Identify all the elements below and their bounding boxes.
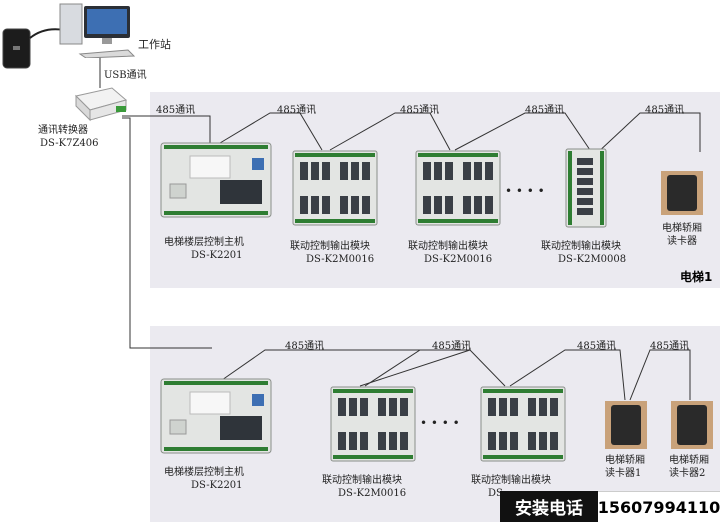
e1-controller-model: DS-K2201 [191, 250, 243, 261]
e1-module-b-board [415, 150, 501, 226]
e2-module-a-name: 联动控制输出模块 [322, 475, 402, 486]
desk-card-reader [2, 28, 31, 69]
e2-reader2-device [671, 401, 713, 449]
usb-label: USB通讯 [104, 70, 147, 81]
e2-reader2-name-1: 电梯轿厢 [669, 455, 709, 466]
e2-module-a-model: DS-K2M0016 [338, 488, 407, 499]
link-label-8: 485通讯 [577, 341, 617, 352]
e2-ellipsis: • • • • [420, 416, 460, 430]
workstation-computer [59, 3, 136, 58]
e2-controller-board [160, 378, 272, 454]
e1-module-c-board [565, 148, 607, 228]
link-label-9: 485通讯 [650, 341, 690, 352]
e1-module-c-name: 联动控制输出模块 [541, 241, 621, 252]
e2-module-a-board [330, 386, 416, 462]
link-label-4: 485通讯 [525, 105, 565, 116]
e2-reader1-name-2: 读卡器1 [605, 468, 642, 479]
install-phone-label: 安装电话 [500, 491, 598, 522]
e1-module-b-model: DS-K2M0016 [424, 254, 493, 265]
e1-reader-name-2: 读卡器 [667, 236, 697, 247]
e1-module-a-model: DS-K2M0016 [306, 254, 375, 265]
converter-model: DS-K7Z406 [40, 138, 99, 149]
e1-module-a-name: 联动控制输出模块 [290, 241, 370, 252]
e1-module-b-name: 联动控制输出模块 [408, 241, 488, 252]
e2-reader2-name-2: 读卡器2 [669, 468, 706, 479]
e2-module-b-name: 联动控制输出模块 [471, 475, 551, 486]
e1-module-c-model: DS-K2M0008 [558, 254, 627, 265]
e2-reader1-name-1: 电梯轿厢 [605, 455, 645, 466]
link-label-6: 485通讯 [285, 341, 325, 352]
install-phone-number: 15607994110 [598, 491, 720, 523]
e2-reader1-device [605, 401, 647, 449]
converter-name: 通讯转换器 [38, 125, 88, 136]
e2-module-b-board [480, 386, 566, 462]
e1-controller-board [160, 142, 272, 218]
e2-module-b-model: DS [488, 488, 503, 499]
e2-controller-model: DS-K2201 [191, 480, 243, 491]
workstation-label: 工作站 [138, 38, 171, 51]
e1-reader-name-1: 电梯轿厢 [662, 223, 702, 234]
elevator1-title: 电梯1 [680, 270, 713, 284]
e1-ellipsis: • • • • [505, 184, 545, 198]
e2-controller-name: 电梯楼层控制主机 [164, 467, 244, 478]
link-label-3: 485通讯 [400, 105, 440, 116]
link-label-1: 485通讯 [156, 105, 196, 116]
e1-reader-device [661, 171, 703, 215]
link-label-2: 485通讯 [277, 105, 317, 116]
e1-controller-name: 电梯楼层控制主机 [164, 237, 244, 248]
link-label-7: 485通讯 [432, 341, 472, 352]
link-label-5: 485通讯 [645, 105, 685, 116]
converter-device [75, 87, 128, 122]
e1-module-a-board [292, 150, 378, 226]
